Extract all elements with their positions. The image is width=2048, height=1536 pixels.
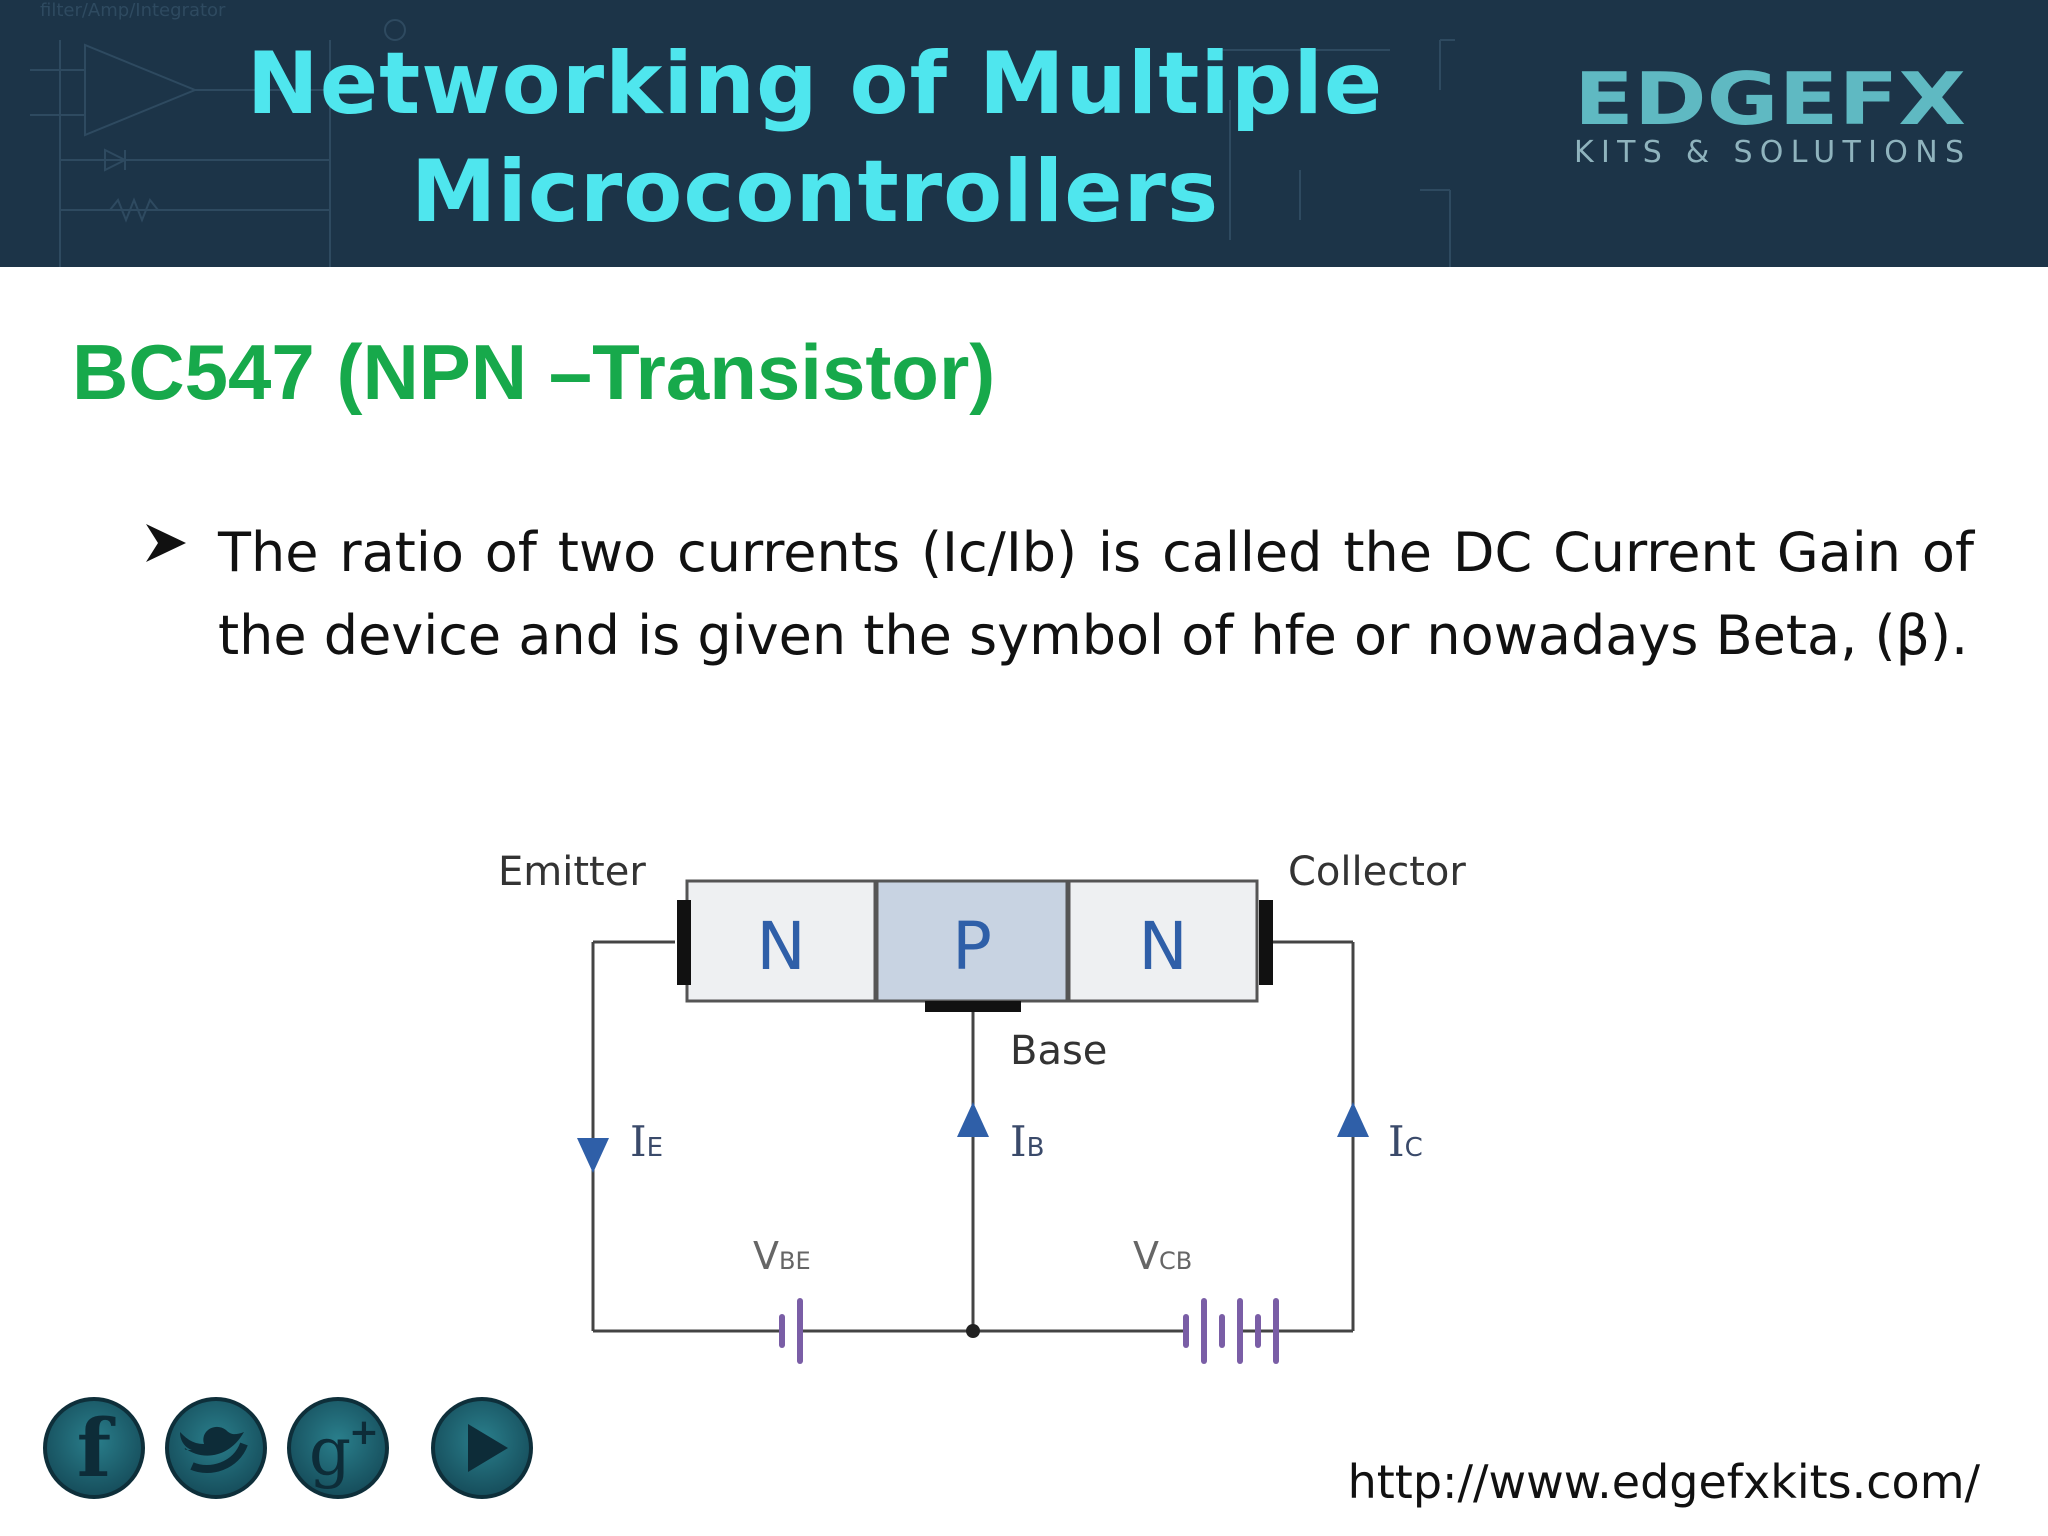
collector-region [1067, 879, 1259, 1003]
youtube-play-icon[interactable] [431, 1397, 533, 1499]
svg-text:f: f [77, 1401, 116, 1495]
collector-label: Collector [1288, 849, 1466, 895]
ic-subscript: C [1405, 1133, 1423, 1163]
emitter-region [685, 879, 877, 1003]
collector-contact [1259, 900, 1273, 985]
ib-label: IB [1010, 1117, 1044, 1166]
svg-text:+: + [349, 1412, 379, 1453]
emitter-label: Emitter [498, 849, 646, 895]
ie-label: IE [630, 1117, 663, 1166]
emitter-region-label: N [756, 908, 805, 985]
vcb-subscript: CB [1159, 1247, 1192, 1275]
ib-subscript: B [1027, 1133, 1045, 1163]
header-banner: filter/Amp/Integrator Networking of Mult… [0, 0, 2048, 267]
vbe-battery-icon [779, 1298, 803, 1364]
edgefx-logo: EDGEFX KITS & SOLUTIONS [1574, 62, 1966, 170]
logo-wordmark: EDGEFX [1574, 62, 1966, 141]
ic-label: IC [1388, 1117, 1423, 1166]
twitter-icon[interactable] [165, 1397, 267, 1499]
ib-arrow-up-icon [957, 1102, 989, 1137]
circuit-background-pattern: filter/Amp/Integrator [30, 0, 1455, 267]
svg-text:g: g [309, 1413, 351, 1490]
social-icons: f g + [43, 1397, 533, 1499]
base-region-label: P [952, 908, 992, 985]
collector-region-label: N [1138, 908, 1187, 985]
ie-main: I [630, 1117, 647, 1166]
title-line-1: Networking of Multiple [246, 34, 1384, 134]
vcb-label: VCB [1133, 1234, 1192, 1278]
logo-tagline: KITS & SOLUTIONS [1574, 135, 1964, 170]
base-label: Base [1010, 1028, 1107, 1074]
ie-arrow-down-icon [577, 1138, 609, 1173]
base-region [875, 879, 1069, 1003]
ie-subscript: E [647, 1133, 663, 1163]
bullet-text: The ratio of two currents (Ic/Ib) is cal… [218, 521, 1974, 667]
emitter-contact [677, 900, 691, 985]
vbe-subscript: BE [779, 1247, 811, 1275]
svg-text:filter/Amp/Integrator: filter/Amp/Integrator [40, 0, 226, 21]
ib-main: I [1010, 1117, 1027, 1166]
vbe-label: VBE [753, 1234, 811, 1278]
google-plus-icon[interactable]: g + [287, 1397, 389, 1499]
ic-main: I [1388, 1117, 1405, 1166]
arrow-bullet-icon [146, 524, 186, 562]
facebook-icon[interactable]: f [43, 1397, 145, 1499]
vcb-battery-icon [1183, 1298, 1279, 1364]
base-contact [925, 1001, 1021, 1012]
title-line-2: Microcontrollers [410, 142, 1220, 242]
vbe-main: V [753, 1234, 779, 1278]
website-url[interactable]: http://www.edgefxkits.com/ [1347, 1455, 1980, 1509]
vcb-main: V [1133, 1234, 1159, 1278]
slide-title: Networking of Multiple Microcontrollers [230, 30, 1400, 246]
ic-arrow-up-icon [1337, 1102, 1369, 1137]
npn-transistor-diagram: N P N Emitter Collector Base IE IB IC VB… [498, 849, 1466, 1364]
slide-subtitle: BC547 (NPN –Transistor) [72, 328, 996, 416]
